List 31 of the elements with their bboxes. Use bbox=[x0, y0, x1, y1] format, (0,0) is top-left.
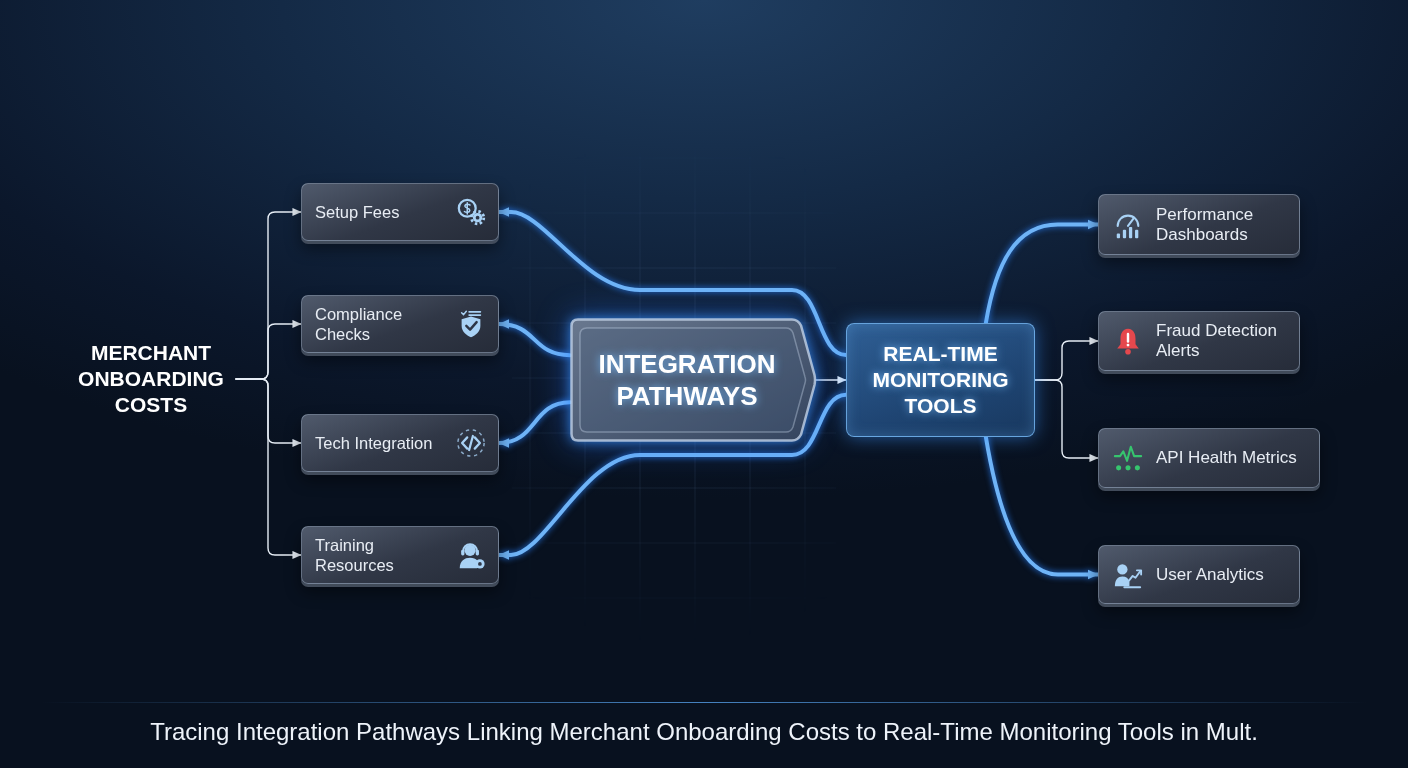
process-card bbox=[1098, 311, 1300, 371]
glowing-flow-arrow bbox=[983, 435, 1100, 580]
label-text: API Health Metrics bbox=[1156, 448, 1298, 468]
glowing-flow-arrow bbox=[983, 219, 1100, 325]
heading-text: MERCHANT ONBOARDING COSTS bbox=[66, 340, 236, 418]
process-card bbox=[301, 414, 499, 472]
process-card bbox=[1098, 428, 1320, 488]
process-card bbox=[1098, 194, 1300, 255]
label-text: Training Resources bbox=[315, 535, 395, 575]
glowing-flow-arrow bbox=[497, 400, 572, 447]
label-text: Setup Fees bbox=[315, 202, 401, 222]
label-text: Compliance Checks bbox=[315, 304, 404, 344]
process-card bbox=[301, 183, 499, 241]
label-text: User Analytics bbox=[1156, 564, 1265, 585]
hub-panel bbox=[846, 323, 1035, 437]
process-card bbox=[301, 295, 499, 353]
process-card bbox=[1098, 545, 1300, 604]
arrow bbox=[1034, 379, 1099, 463]
glowing-flow-arrow bbox=[497, 392, 848, 560]
title-text: INTEGRATION PATHWAYS bbox=[597, 348, 777, 412]
glowing-flow-arrow bbox=[497, 207, 848, 357]
process-card bbox=[301, 526, 499, 584]
title-text: REAL-TIME MONITORING TOOLS bbox=[871, 341, 1010, 419]
arrow-shaped-panel bbox=[570, 318, 816, 442]
label-text: Performance Dashboards bbox=[1156, 204, 1255, 245]
label-text: Tech Integration bbox=[315, 433, 434, 453]
caption-text: Tracing Integration Pathways Linking Merchant Onboarding Costs to Real-Time Monitoring Tools in Mult. bbox=[149, 717, 1259, 747]
glowing-flow-arrow bbox=[497, 319, 572, 358]
arrow bbox=[235, 378, 302, 560]
label-text: Fraud Detection Alerts bbox=[1156, 321, 1278, 361]
arrow bbox=[815, 375, 847, 385]
